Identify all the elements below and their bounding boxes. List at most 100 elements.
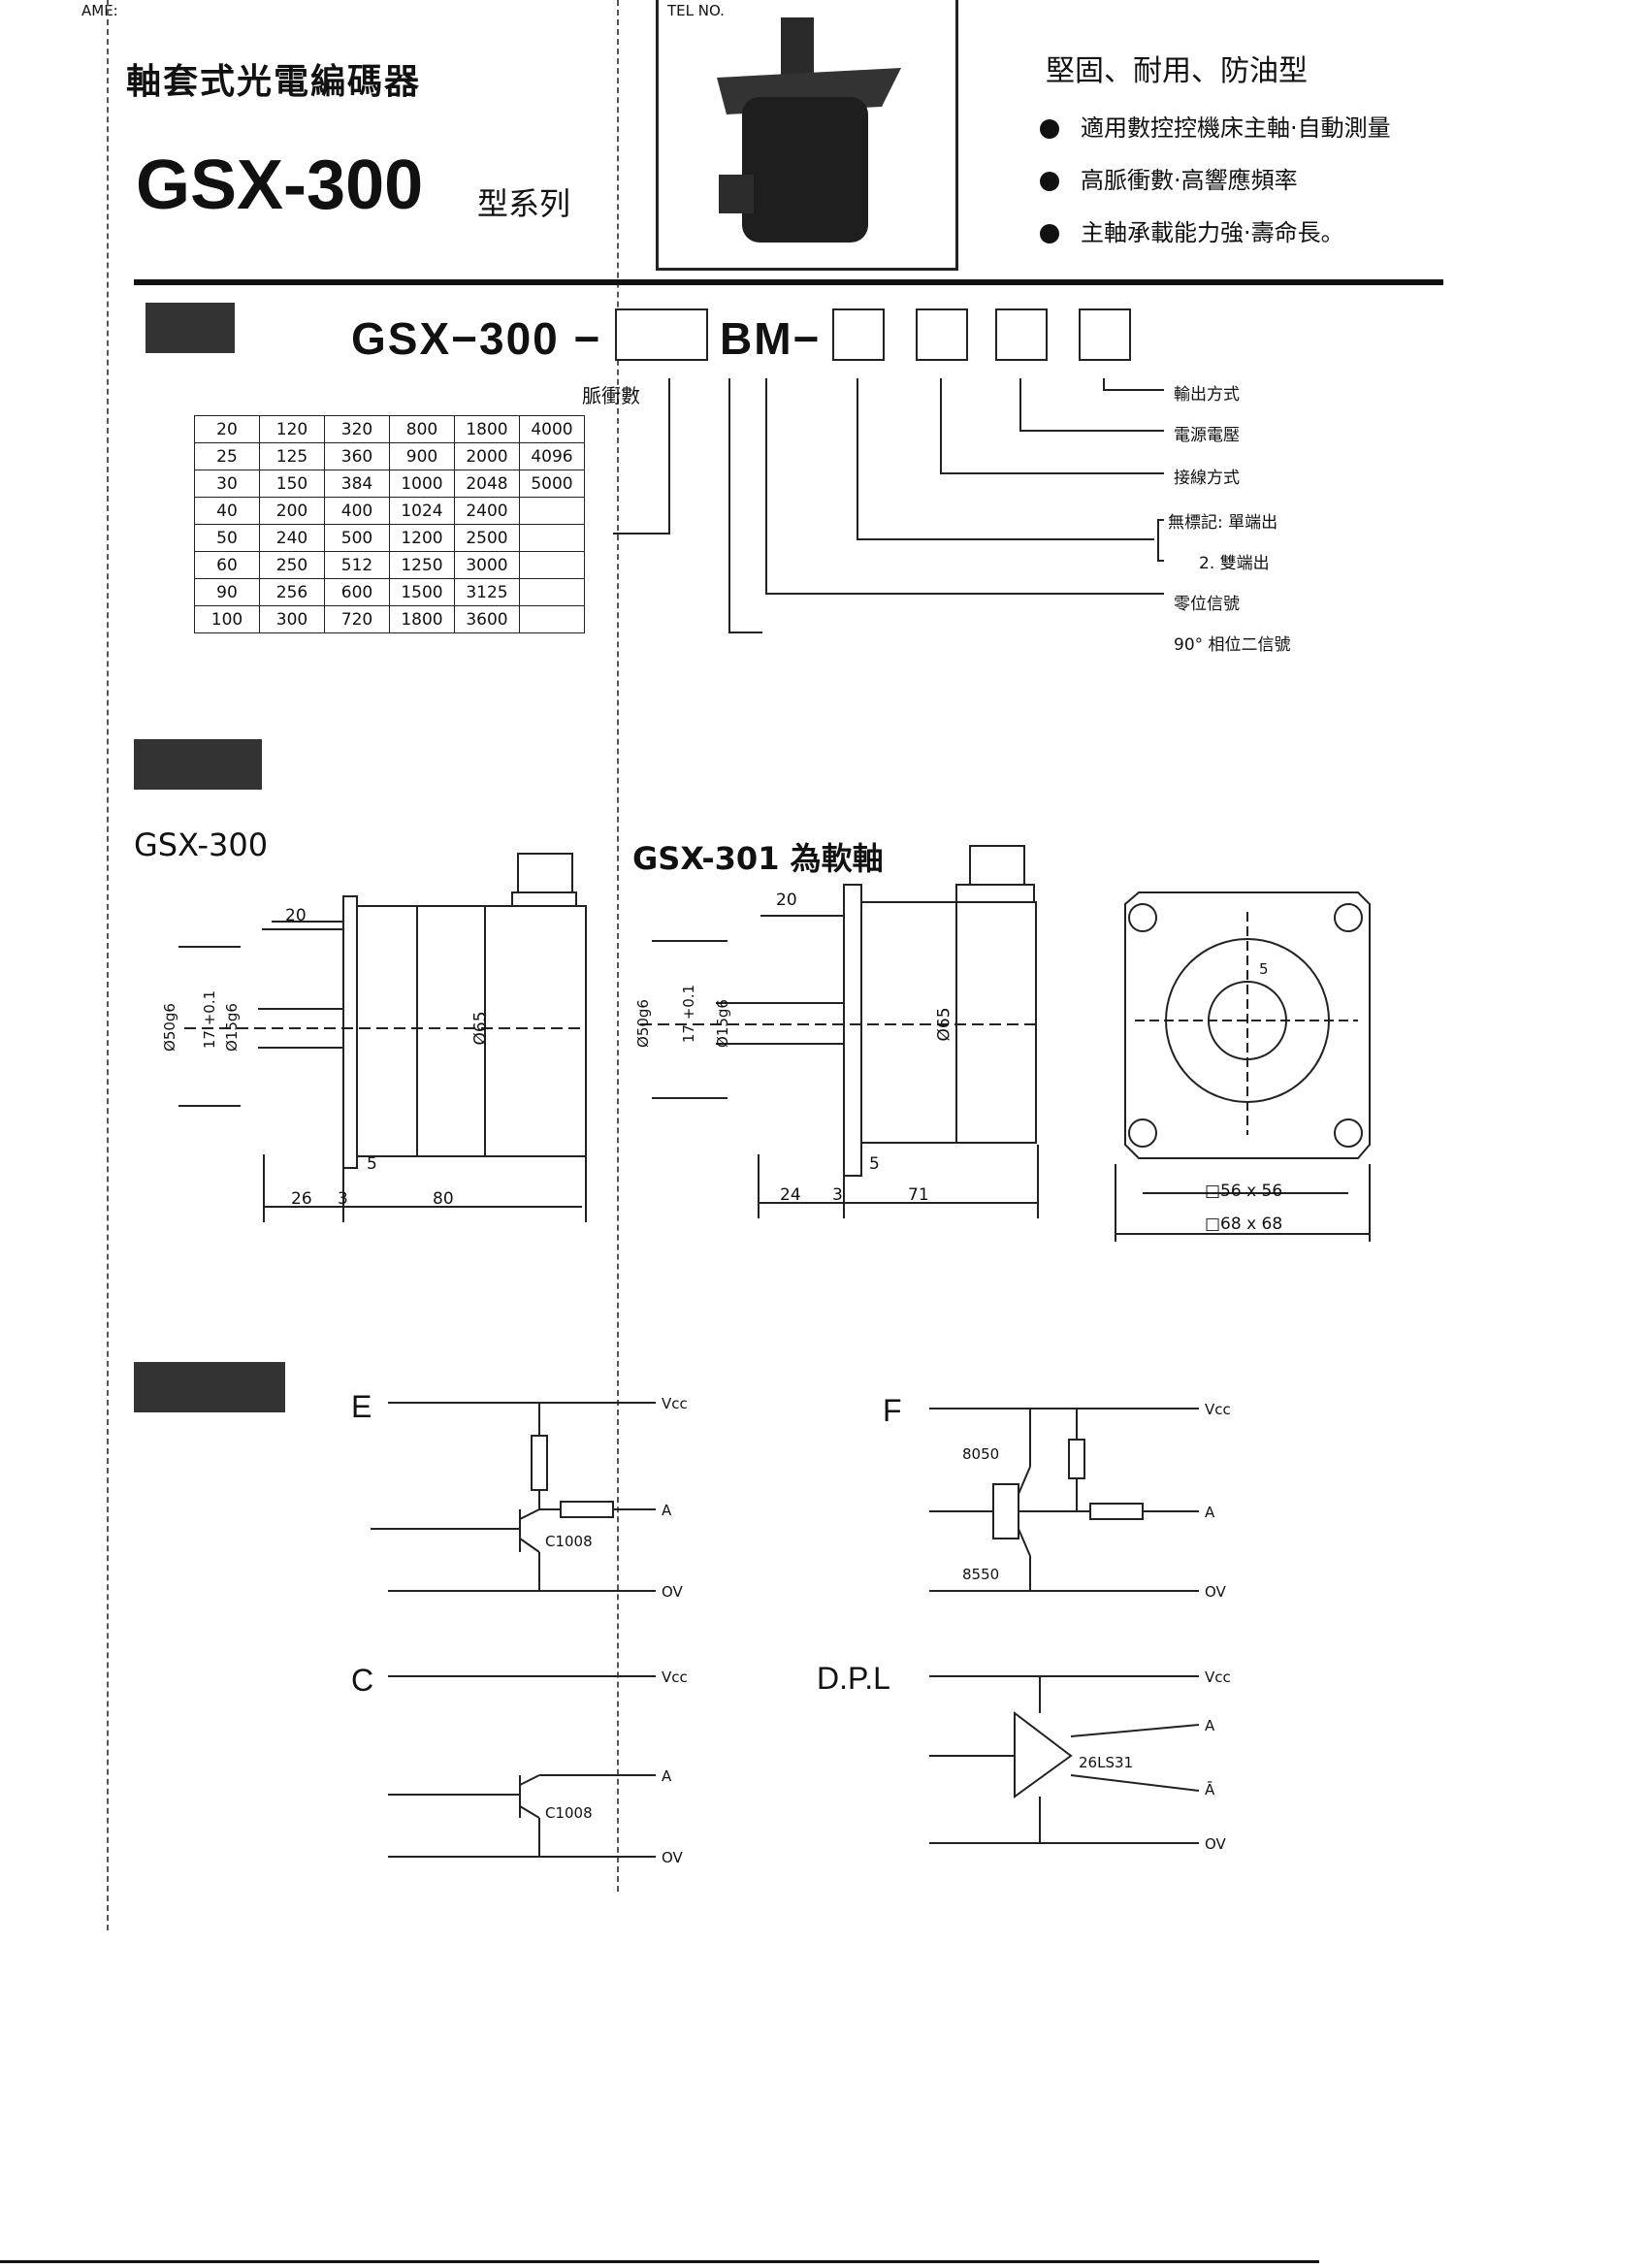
- legend-single: 無標記: 單端出: [1168, 513, 1278, 533]
- model-title: GSX-300: [136, 146, 424, 224]
- header-rule: [134, 279, 1443, 285]
- bullet-icon: [1040, 224, 1059, 243]
- vcc-label: Vcc: [1205, 1401, 1231, 1418]
- table-cell: 600: [324, 578, 390, 606]
- table-cell: 720: [324, 605, 390, 633]
- feature-item: 適用數控控機床主軸·自動測量: [1040, 109, 1391, 143]
- dim-label: 3: [338, 1189, 348, 1209]
- part-label: C1008: [545, 1533, 593, 1550]
- npn-label: 8050: [962, 1445, 1000, 1463]
- bullet-icon: [1040, 172, 1059, 191]
- pnp-label: 8550: [962, 1566, 1000, 1583]
- table-cell: 100: [194, 605, 260, 633]
- center-dashed-line: [617, 0, 619, 1892]
- ov-label: OV: [1205, 1835, 1226, 1853]
- dim-label: 20: [776, 891, 797, 910]
- table-cell: 1800: [454, 415, 520, 443]
- feature-text: 高脈衝數·高響應頻率: [1081, 167, 1298, 194]
- dim-label: 5: [367, 1154, 377, 1174]
- circuit-f-label: F: [883, 1393, 902, 1428]
- dim-label: 5: [1259, 960, 1269, 978]
- feature-text: 主軸承載能力強·壽命長。: [1081, 219, 1344, 246]
- dim-label: □56 x 56: [1205, 1182, 1283, 1201]
- pulse-label: 脈衝數: [582, 384, 640, 407]
- table-cell: 1800: [389, 605, 455, 633]
- table-cell: 360: [324, 442, 390, 470]
- dim-label: □68 x 68: [1205, 1215, 1283, 1234]
- legend-zero: 零位信號: [1174, 595, 1240, 614]
- legend-phase: 90° 相位二信號: [1174, 635, 1291, 655]
- table-cell: 90: [194, 578, 260, 606]
- dim-label: 5: [869, 1154, 880, 1174]
- table-cell: 1250: [389, 551, 455, 579]
- section-bar-circuits: [134, 1362, 285, 1412]
- ov-label: OV: [662, 1849, 683, 1866]
- bottom-rule: [0, 2260, 1319, 2263]
- order-code-prefix: GSX−300 −: [351, 313, 602, 364]
- ov-label: OV: [1205, 1583, 1226, 1601]
- dimension-drawings: [178, 845, 1371, 1242]
- encoder-illustration: [717, 17, 901, 243]
- dim-label: 80: [433, 1189, 454, 1209]
- bullet-icon: [1040, 119, 1059, 139]
- table-cell: 25: [194, 442, 260, 470]
- dim-label: 3: [832, 1185, 843, 1205]
- table-cell: 3125: [454, 578, 520, 606]
- part-label: 26LS31: [1079, 1754, 1134, 1771]
- circuit-c-label: C: [351, 1663, 374, 1698]
- table-cell: 500: [324, 524, 390, 552]
- dim-label: 71: [908, 1185, 929, 1205]
- table-cell: 200: [259, 497, 325, 525]
- legend-voltage: 電源電壓: [1174, 426, 1240, 445]
- order-code-mid: BM−: [720, 313, 822, 364]
- table-cell: 60: [194, 551, 260, 579]
- table-cell: 40: [194, 497, 260, 525]
- model-suffix: 型系列: [477, 185, 571, 222]
- table-cell: 50: [194, 524, 260, 552]
- vcc-label: Vcc: [1205, 1669, 1231, 1686]
- table-cell: 30: [194, 470, 260, 498]
- order-leader-lines: [613, 378, 1164, 633]
- code-box-1: [832, 308, 885, 361]
- product-photo: [656, 0, 958, 271]
- dim-label: 20: [285, 906, 307, 925]
- features-headline: 堅固、耐用、防油型: [1046, 54, 1308, 88]
- legend-output: 輸出方式: [1174, 385, 1240, 405]
- ov-label: OV: [662, 1583, 683, 1601]
- corner-text: AME:: [81, 2, 118, 19]
- table-cell: 3600: [454, 605, 520, 633]
- dim-label: 26: [291, 1189, 312, 1209]
- a-label: A: [1205, 1717, 1215, 1734]
- table-cell: 1200: [389, 524, 455, 552]
- a-label: A: [662, 1767, 672, 1785]
- vcc-label: Vcc: [662, 1395, 688, 1412]
- title-cn: 軸套式光電編碼器: [126, 62, 422, 102]
- code-box-pulse: [615, 308, 708, 361]
- section-bar-dimensions: [134, 739, 262, 790]
- table-cell: [519, 497, 585, 525]
- a-label: A: [1205, 1504, 1215, 1521]
- table-cell: 1500: [389, 578, 455, 606]
- a-bar-label: Ā: [1205, 1781, 1215, 1798]
- table-cell: 1000: [389, 470, 455, 498]
- code-box-2: [916, 308, 968, 361]
- legend-wiring: 接線方式: [1174, 469, 1240, 488]
- circuit-diagrams: [371, 1402, 1200, 1858]
- tel-text: TEL NO.: [667, 2, 725, 19]
- table-cell: 2400: [454, 497, 520, 525]
- legend-double: 2. 雙端出: [1199, 554, 1270, 573]
- code-box-4: [1079, 308, 1131, 361]
- feature-item: 主軸承載能力強·壽命長。: [1040, 213, 1344, 247]
- dim-left-title: GSX-300: [134, 826, 269, 863]
- dim-label: 24: [780, 1185, 801, 1205]
- circuit-e-label: E: [351, 1389, 372, 1424]
- table-cell: 800: [389, 415, 455, 443]
- dim-right-title: GSX-301 為軟軸: [632, 840, 884, 877]
- code-box-3: [995, 308, 1048, 361]
